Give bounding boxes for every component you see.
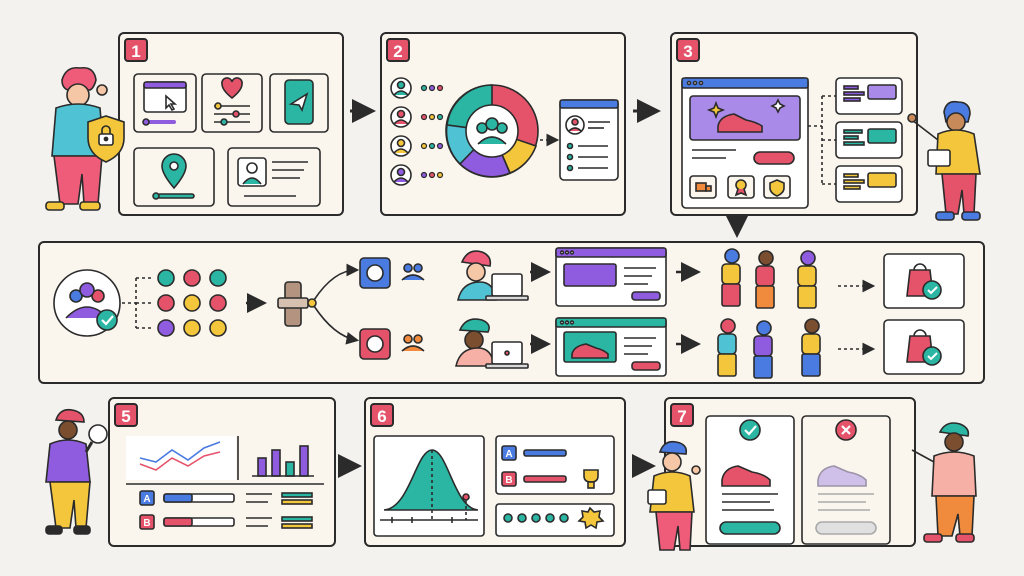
user-group-a — [721, 248, 817, 309]
step-2-contents — [390, 77, 619, 186]
star-badge-icon — [577, 506, 605, 530]
trophy-icon — [583, 469, 599, 483]
close-icon — [841, 425, 851, 435]
step-7-contents — [647, 415, 977, 551]
sneaker-icon — [571, 343, 609, 359]
shield-icon — [769, 179, 785, 197]
character-laptop-a — [457, 250, 529, 301]
check-icon — [744, 425, 757, 436]
sneaker-icon — [717, 113, 763, 133]
step-badge-2: 2 — [386, 38, 410, 62]
character-laptop-b — [455, 318, 529, 369]
step-badge-1: 1 — [124, 38, 148, 62]
flow-arrows — [338, 99, 749, 478]
heart-icon — [221, 77, 243, 100]
check-icon — [927, 352, 938, 361]
award-icon — [735, 179, 747, 191]
user-group-b — [717, 318, 821, 379]
user-grid — [157, 269, 227, 337]
bar-chart-mini — [252, 445, 314, 477]
step-5-contents: A B — [45, 408, 324, 535]
truck-icon — [695, 182, 707, 192]
location-pin-icon — [161, 153, 187, 190]
step-badge-5: 5 — [114, 403, 138, 427]
magnifier-icon — [88, 424, 108, 444]
character-tablet-presenter — [907, 100, 981, 221]
sneaker-icon — [817, 465, 867, 487]
step-badge-6: 6 — [370, 403, 394, 427]
check-icon — [101, 315, 114, 326]
step-badge-7: 7 — [670, 403, 694, 427]
step-6-contents: A B — [373, 435, 615, 537]
character-analyst — [45, 408, 108, 535]
laptop-icon — [491, 273, 523, 297]
attribute-dots — [420, 84, 444, 179]
experiment-row-contents — [53, 247, 965, 379]
variant-b-label-step5: B — [143, 518, 150, 529]
character-clipboard — [647, 440, 701, 551]
user-avatars-column — [390, 77, 412, 186]
step-1-contents — [45, 66, 329, 211]
switch-icon — [277, 281, 317, 327]
variant-a-label-step5: A — [143, 494, 150, 505]
segment-donut-icon — [445, 84, 539, 178]
character-shield-holder — [45, 66, 125, 211]
variant-b-label-step6: B — [505, 475, 512, 486]
variant-a-label-step6: A — [505, 449, 512, 460]
check-icon — [927, 286, 938, 295]
step-3-contents — [681, 77, 981, 221]
step-badge-3: 3 — [676, 38, 700, 62]
cursor-icon — [165, 94, 178, 112]
character-pointing — [911, 422, 977, 543]
sneaker-icon — [721, 465, 771, 487]
